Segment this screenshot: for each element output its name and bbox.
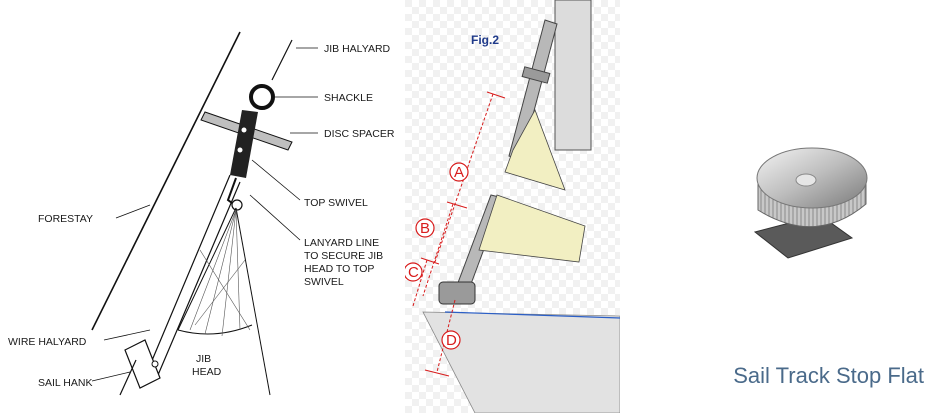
label-lanyard-line-4: SWIVEL [304, 276, 344, 288]
sail-track-stop-image [753, 147, 868, 259]
jib-head-panel-lines [189, 209, 251, 337]
svg-text:B: B [420, 220, 430, 237]
lower-sail [478, 194, 586, 263]
label-lanyard-line-2: TO SECURE JIB [304, 250, 383, 262]
marker-b: B [415, 218, 435, 238]
svg-text:A: A [454, 164, 464, 181]
label-jib-head-2: HEAD [192, 366, 222, 378]
upper-sail [504, 109, 566, 191]
svg-text:D: D [446, 332, 457, 349]
mast-shape [554, 0, 592, 151]
product-panel: Sail Track Stop Flat [620, 0, 932, 413]
fig2-diagram: Fig.2 A B C D [405, 0, 620, 413]
label-shackle: SHACKLE [324, 92, 373, 104]
label-lanyard-line-1: LANYARD LINE [304, 237, 379, 249]
label-lanyard-line-3: HEAD TO TOP [304, 263, 374, 275]
shackle-shape [249, 84, 275, 110]
figure-title: Fig.2 [471, 33, 499, 47]
label-jib-halyard: JIB HALYARD [324, 43, 391, 55]
label-sail-hank: SAIL HANK [38, 377, 92, 389]
marker-d: D [441, 330, 461, 350]
label-top-swivel: TOP SWIVEL [304, 197, 368, 209]
svg-text:C: C [408, 264, 419, 281]
tack-fitting [438, 281, 476, 305]
top-swivel-shape [230, 110, 258, 178]
label-wire-halyard: WIRE HALYARD [8, 336, 87, 348]
forestay-line [91, 31, 241, 331]
product-caption: Sail Track Stop Flat [733, 363, 924, 388]
jib-halyard-line [271, 39, 293, 81]
marker-a: A [449, 162, 469, 182]
label-disc-spacer: DISC SPACER [324, 128, 395, 140]
label-jib-head-1: JIB [196, 353, 211, 365]
marker-c: C [405, 262, 423, 282]
label-forestay: FORESTAY [38, 213, 93, 225]
deck-shape [422, 311, 620, 413]
wire-halyard-line [147, 174, 231, 371]
jib-rigging-diagram: JIB HALYARD SHACKLE DISC SPACER TOP SWIV… [0, 0, 405, 413]
forestay-wire [444, 311, 620, 319]
sail-hank-shape [124, 339, 161, 389]
